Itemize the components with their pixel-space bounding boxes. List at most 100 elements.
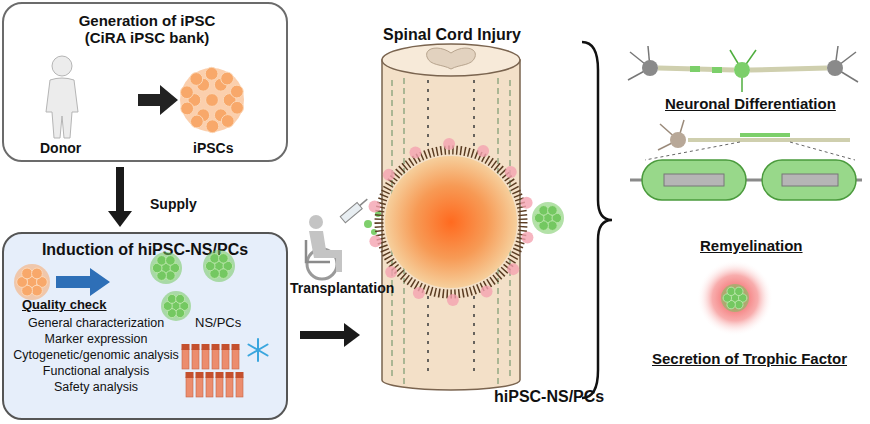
cell	[548, 221, 558, 231]
inflammatory-cell	[507, 263, 519, 275]
inflammatory-cell	[369, 235, 381, 247]
myelin-segment	[712, 67, 722, 73]
cluster-base	[721, 284, 749, 312]
tract-line	[427, 80, 429, 150]
trophic-glow	[697, 260, 773, 336]
axon	[750, 68, 827, 70]
lesion	[385, 156, 517, 288]
myelin-segment	[740, 133, 790, 137]
list-item: Marker expression	[4, 332, 188, 346]
dendrite	[630, 52, 650, 68]
cell-dot	[364, 220, 372, 228]
wheel	[307, 249, 337, 279]
tract-line	[509, 80, 511, 380]
tract-line	[473, 80, 475, 150]
cell	[539, 206, 549, 216]
tract-line	[473, 296, 475, 376]
dendrites	[730, 50, 756, 92]
cell	[739, 294, 747, 302]
list-item: Functional analysis	[4, 364, 188, 378]
cell	[735, 287, 743, 295]
list-heading: Quality check	[22, 298, 132, 313]
damaged-tracts	[428, 80, 474, 376]
myelin-segment	[690, 66, 700, 72]
dendrite	[741, 70, 743, 92]
cell	[552, 213, 562, 223]
zoom-line	[645, 142, 740, 160]
cell	[727, 300, 735, 308]
dendrite	[658, 140, 678, 150]
cell	[534, 213, 544, 223]
tract-line	[391, 80, 393, 380]
inflammatory-cell	[385, 266, 397, 278]
flow-arrow	[108, 167, 132, 227]
tracts	[392, 78, 510, 384]
neuron-soma	[670, 132, 686, 148]
brace	[582, 42, 612, 398]
gray-matter	[427, 48, 476, 69]
dendrite	[628, 68, 650, 80]
region-heading: Spinal Cord Injury	[372, 26, 532, 44]
neuron-soma	[734, 62, 750, 78]
flow-arrow	[300, 323, 360, 347]
syringe-barrel	[340, 203, 362, 223]
cell	[727, 287, 735, 295]
list-item: General characterization	[4, 316, 188, 330]
dendrite	[835, 52, 856, 68]
myelin-illustration	[630, 120, 862, 200]
edge-label: Supply	[150, 196, 197, 212]
arrow-shaft	[300, 331, 344, 339]
outcome-label: Remyelination	[700, 237, 803, 254]
axon	[658, 68, 734, 70]
myelin-sheath	[762, 160, 856, 200]
dendrites	[658, 120, 684, 150]
box-heading: Induction of hiPSC-NS/PCs	[4, 241, 286, 259]
inflammatory-cell	[443, 138, 455, 150]
box-heading: Generation of iPSC (CiRA iPSC bank)	[62, 12, 232, 47]
outcome-label: Secretion of Trophic Factor	[652, 350, 847, 367]
myelin-sheath	[642, 160, 746, 200]
neuron-soma	[827, 60, 843, 76]
cell	[543, 213, 553, 223]
dendrites	[628, 46, 858, 82]
cell-dot	[371, 229, 377, 235]
inflammatory-cell	[413, 287, 425, 299]
inflammatory-cell	[521, 197, 533, 209]
lesion-border	[379, 150, 523, 294]
tract-line	[403, 78, 405, 384]
cell-dot	[375, 211, 381, 217]
neuron-soma	[642, 60, 658, 76]
arrow-shaft	[116, 167, 124, 211]
inflammatory-cell	[477, 145, 489, 157]
dendrite	[648, 46, 650, 68]
neuron-chain	[628, 46, 858, 92]
dendrite	[660, 124, 678, 140]
process-box: Induction of hiPSC-NS/PCsQuality checkGe…	[2, 232, 288, 420]
cell-label: hiPSC-NS/PCs	[494, 388, 604, 406]
zoom-line	[790, 142, 855, 160]
axon-core	[782, 174, 838, 186]
step-label: Transplantation	[290, 280, 394, 296]
inflammatory-cell	[447, 294, 459, 306]
cell	[731, 294, 739, 302]
tract-line	[427, 296, 429, 376]
cluster-base	[532, 202, 564, 234]
axon	[688, 138, 850, 142]
tract-line	[497, 78, 499, 384]
axon-core	[664, 174, 724, 186]
dendrite	[835, 68, 858, 82]
inflammatory-cell	[481, 285, 493, 297]
inflammatory-cell	[505, 166, 517, 178]
arrow-head	[344, 323, 360, 347]
patient-body	[309, 231, 342, 272]
inflammatory-cell	[409, 147, 421, 159]
target-region: Spinal Cord Injury	[372, 22, 532, 388]
cell	[548, 206, 558, 216]
cell	[723, 294, 731, 302]
outcome-label: Neuronal Differentiation	[665, 95, 836, 112]
list-item: Cytogenetic/genomic analysis	[4, 348, 188, 362]
syringe-needle	[360, 199, 368, 205]
wheelchair-frame	[306, 240, 330, 262]
process-box: Generation of iPSC (CiRA iPSC bank)	[2, 2, 288, 162]
dendrite	[835, 46, 838, 68]
